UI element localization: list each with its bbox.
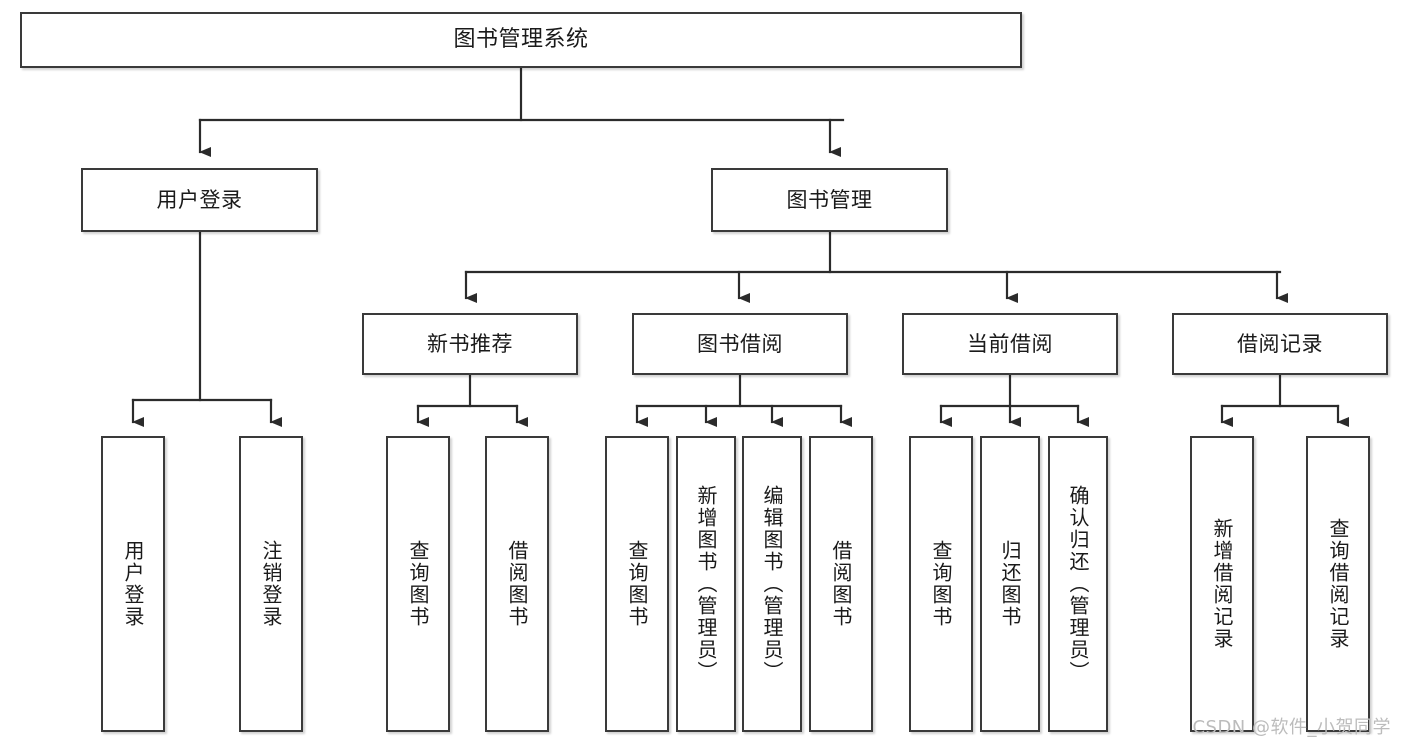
node-label: 图书管理系统 bbox=[453, 27, 589, 53]
leaf-borrow-edit-book-admin[interactable]: 编辑图书（管理员） bbox=[742, 436, 802, 732]
node-new-book-recommend[interactable]: 新书推荐 bbox=[362, 313, 578, 375]
leaf-new-book-query[interactable]: 查询图书 bbox=[386, 436, 450, 732]
node-label: 确认归还（管理员） bbox=[1066, 485, 1090, 683]
node-root-book-management-system[interactable]: 图书管理系统 bbox=[20, 12, 1022, 68]
leaf-record-add-borrow-record[interactable]: 新增借阅记录 bbox=[1190, 436, 1254, 732]
leaf-user-login[interactable]: 用户登录 bbox=[101, 436, 165, 732]
node-label: 查询图书 bbox=[929, 540, 953, 628]
node-label: 用户登录 bbox=[121, 540, 145, 628]
leaf-borrow-add-book-admin[interactable]: 新增图书（管理员） bbox=[676, 436, 736, 732]
node-label: 新书推荐 bbox=[427, 331, 513, 356]
node-label: 当前借阅 bbox=[967, 331, 1053, 356]
node-user-login[interactable]: 用户登录 bbox=[81, 168, 318, 232]
node-book-borrow[interactable]: 图书借阅 bbox=[632, 313, 848, 375]
leaf-user-logout[interactable]: 注销登录 bbox=[239, 436, 303, 732]
leaf-current-return-book[interactable]: 归还图书 bbox=[980, 436, 1040, 732]
node-borrow-record[interactable]: 借阅记录 bbox=[1172, 313, 1388, 375]
node-book-management[interactable]: 图书管理 bbox=[711, 168, 948, 232]
leaf-borrow-query-book[interactable]: 查询图书 bbox=[605, 436, 669, 732]
node-label: 新增借阅记录 bbox=[1210, 518, 1234, 650]
leaf-current-query-book[interactable]: 查询图书 bbox=[909, 436, 973, 732]
node-label: 借阅图书 bbox=[505, 540, 529, 628]
node-label: 借阅记录 bbox=[1237, 331, 1323, 356]
csdn-watermark: CSDN @软件_小贺同学 bbox=[1192, 717, 1391, 738]
leaf-current-confirm-return-admin[interactable]: 确认归还（管理员） bbox=[1048, 436, 1108, 732]
leaf-borrow-borrow-book[interactable]: 借阅图书 bbox=[809, 436, 873, 732]
node-label: 编辑图书（管理员） bbox=[760, 485, 784, 683]
node-label: 用户登录 bbox=[156, 187, 243, 212]
node-label: 借阅图书 bbox=[829, 540, 853, 628]
node-current-borrow[interactable]: 当前借阅 bbox=[902, 313, 1118, 375]
node-label: 归还图书 bbox=[998, 540, 1022, 628]
node-label: 图书管理 bbox=[786, 187, 873, 212]
node-label: 注销登录 bbox=[259, 540, 283, 628]
leaf-new-book-borrow[interactable]: 借阅图书 bbox=[485, 436, 549, 732]
node-label: 查询图书 bbox=[406, 540, 430, 628]
node-label: 查询借阅记录 bbox=[1326, 518, 1350, 650]
leaf-record-query-borrow-record[interactable]: 查询借阅记录 bbox=[1306, 436, 1370, 732]
node-label: 新增图书（管理员） bbox=[694, 485, 718, 683]
node-label: 图书借阅 bbox=[697, 331, 783, 356]
node-label: 查询图书 bbox=[625, 540, 649, 628]
